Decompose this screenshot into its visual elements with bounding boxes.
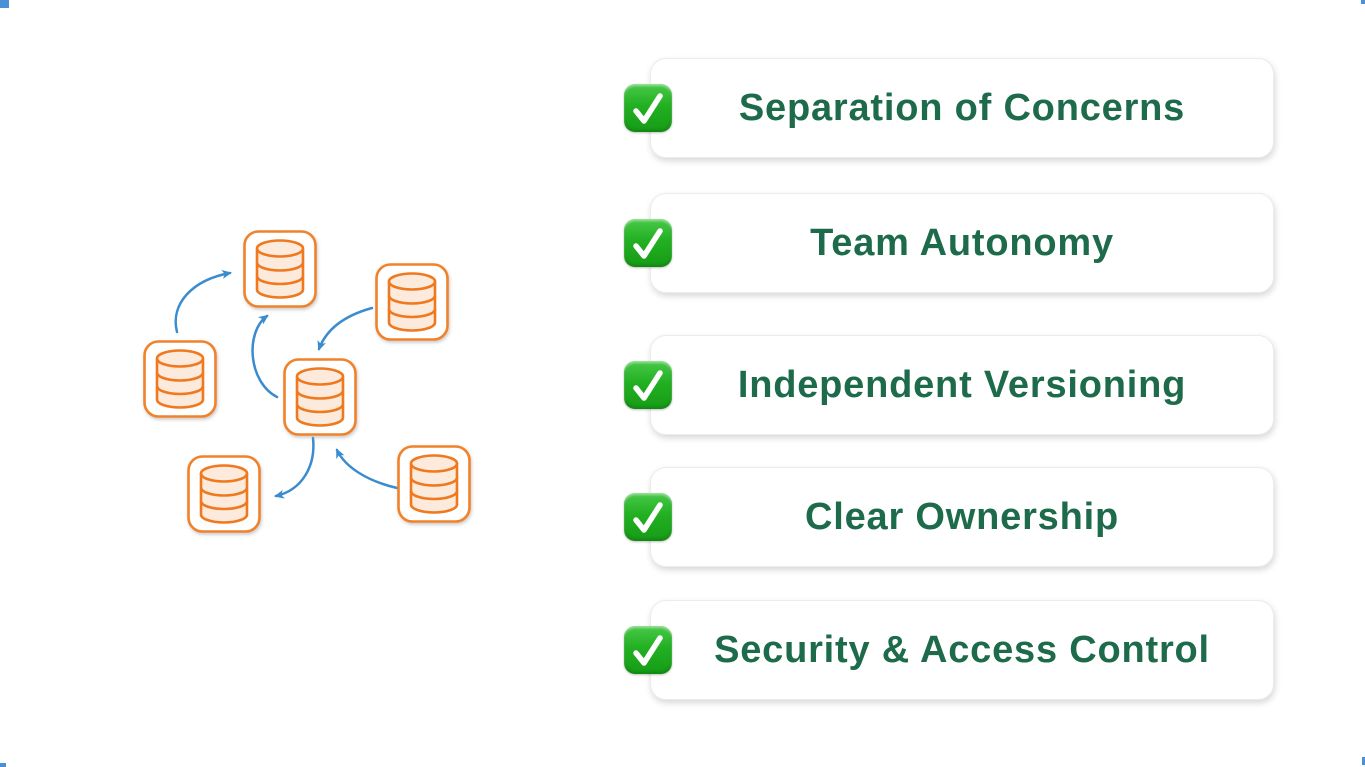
check-mark-icon (624, 219, 672, 267)
dependency-arrows (174, 270, 399, 499)
database-icon-upper-right (377, 265, 448, 340)
selection-handle-top-left[interactable] (0, 0, 9, 8)
arrow-center-to-bottom-left (274, 436, 315, 499)
benefit-card-separation-of-concerns: Separation of Concerns (624, 58, 1274, 158)
database-icon-bottom-left (189, 457, 260, 532)
arrow-center-to-top (251, 314, 279, 399)
selection-handle-bottom-left[interactable] (0, 763, 6, 767)
check-mark-icon (624, 361, 672, 409)
benefit-card-security-access-control: Security & Access Control (624, 600, 1274, 700)
benefit-label: Independent Versioning (737, 363, 1187, 406)
database-network-diagram (130, 220, 490, 550)
benefit-card-team-autonomy: Team Autonomy (624, 193, 1274, 293)
database-icon-top (245, 232, 316, 307)
benefit-label: Team Autonomy (810, 221, 1114, 264)
check-mark-icon (624, 84, 672, 132)
check-mark-icon (624, 493, 672, 541)
arrow-upper-right-to-center (317, 306, 374, 351)
database-icon-left (145, 342, 216, 417)
benefit-label: Security & Access Control (714, 628, 1210, 671)
selection-handle-top-right[interactable] (1361, 0, 1365, 4)
arrow-bottom-right-to-center (335, 448, 399, 490)
check-mark-icon (624, 626, 672, 674)
benefit-card-clear-ownership: Clear Ownership (624, 467, 1274, 567)
benefit-label: Separation of Concerns (738, 86, 1186, 129)
benefit-label: Clear Ownership (805, 495, 1119, 538)
arrow-left-to-top (174, 270, 232, 334)
database-icon-bottom-right (399, 447, 470, 522)
benefit-card-independent-versioning: Independent Versioning (624, 335, 1274, 435)
selection-handle-bottom-right[interactable] (1362, 757, 1365, 765)
database-icon-center (285, 360, 356, 435)
